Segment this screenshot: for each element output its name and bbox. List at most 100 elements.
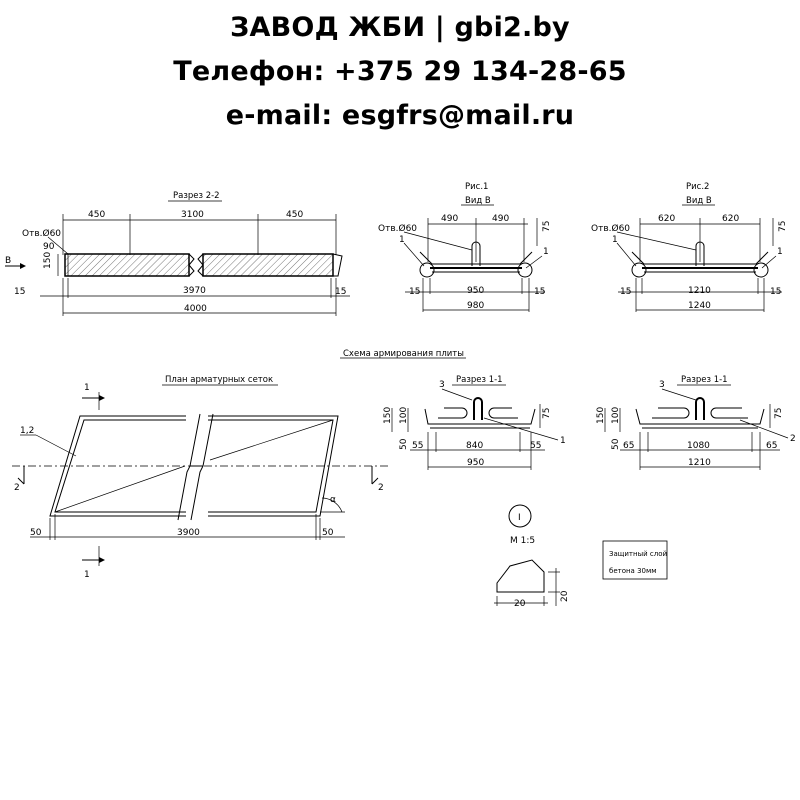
view-b-1: Рис.1 Вид В 490 490 Отв.Ø60 1 1 75 15 95… — [378, 182, 552, 312]
dim-1080: 1080 — [687, 441, 710, 451]
slab-section-right — [202, 253, 334, 277]
plan-title: План арматурных сеток — [165, 375, 273, 385]
dim-15-a-b1: 15 — [409, 287, 420, 297]
cut-1-bottom: 1 — [84, 570, 90, 580]
slab-section-left — [64, 253, 190, 277]
plan-meshes: План арматурных сеток 1 1,2 2 2 α — [12, 375, 390, 580]
dim-4000: 4000 — [184, 304, 207, 314]
header-phone: Телефон: +375 29 134-28-65 — [173, 56, 627, 87]
hole-label-b1: Отв.Ø60 — [378, 223, 417, 234]
lifting-loop-b — [695, 397, 705, 420]
slab-outline-plan — [49, 415, 339, 517]
header-email: e-mail: esgfrs@mail.ru — [225, 100, 575, 131]
view-b-2-mark: Рис.2 — [686, 182, 709, 192]
note-line1: Защитный слой — [609, 550, 667, 558]
dim-1240: 1240 — [688, 301, 711, 311]
mesh-outline — [54, 419, 334, 513]
dim-65-b: 65 — [766, 441, 777, 451]
dim-620-b: 620 — [722, 214, 739, 224]
detail-circle — [508, 504, 532, 528]
note-line2: бетона 30мм — [609, 567, 657, 575]
scheme-title: Схема армирования плиты — [343, 349, 464, 359]
arrow-b-label: В — [5, 256, 11, 266]
dim-100-a: 100 — [399, 407, 409, 424]
header-factory: ЗАВОД ЖБИ | gbi2.by — [230, 12, 570, 43]
dim-65-a: 65 — [623, 441, 634, 451]
rebar-end-left-b1 — [419, 262, 435, 278]
dim-980: 980 — [467, 301, 484, 311]
mark-2-b: 2 — [790, 434, 796, 444]
dim-15-b-b1: 15 — [534, 287, 545, 297]
mark-1-2: 1,2 — [20, 426, 34, 436]
dim-450-right: 450 — [286, 210, 303, 220]
detail-i: I М 1:5 20 20 — [494, 504, 570, 609]
dim-20-a: 20 — [514, 599, 526, 609]
hole-label-b2: Отв.Ø60 — [591, 223, 630, 234]
view-b-1-mark: Рис.1 — [465, 182, 488, 192]
dim-75-b1: 75 — [542, 221, 552, 232]
break-line-right — [190, 413, 214, 521]
break-line-left — [177, 413, 201, 521]
dim-3100: 3100 — [181, 210, 204, 220]
angle-arc — [321, 497, 343, 513]
view-b-2-title: Вид В — [686, 196, 712, 206]
break-mark — [188, 253, 195, 277]
cut-1-top: 1 — [84, 383, 90, 393]
section-2-2-title: Разрез 2-2 — [173, 191, 220, 201]
slab-profile-1-1-a — [424, 408, 536, 425]
view-b-1-title: Вид В — [465, 196, 491, 206]
note-box: Защитный слой бетона 30мм — [602, 540, 668, 580]
dim-150-b: 150 — [596, 407, 606, 424]
cut-2-right: 2 — [378, 483, 384, 493]
dim-90: 90 — [43, 242, 55, 252]
dim-950-b1: 950 — [467, 286, 484, 296]
hole-label-2-2: Отв.Ø60 — [22, 228, 61, 239]
dim-50-b: 50 — [611, 438, 621, 450]
detail-circle-mark: I — [518, 513, 521, 523]
dim-20-b: 20 — [560, 590, 570, 602]
angle-alpha: α — [330, 495, 336, 505]
dim-3970: 3970 — [183, 286, 206, 296]
dim-55-a: 55 — [412, 441, 423, 451]
mark-1-left-b2: 1 — [612, 235, 618, 245]
detail-corner-profile — [496, 559, 545, 593]
dim-490-a: 490 — [441, 214, 458, 224]
dim-75-b2: 75 — [778, 221, 788, 232]
section-1-1-a-title: Разрез 1-1 — [456, 375, 503, 385]
rebar-end-right-b2 — [753, 262, 769, 278]
dim-3900: 3900 — [177, 528, 200, 538]
dim-100-b: 100 — [611, 407, 621, 424]
mark-3-b: 3 — [659, 380, 665, 390]
mark-1-a: 1 — [560, 436, 566, 446]
rebar-hook-left-b — [652, 407, 690, 419]
dim-50-a: 50 — [399, 438, 409, 450]
mark-1-right-b1: 1 — [543, 247, 549, 257]
dim-150: 150 — [43, 252, 53, 269]
dim-75-a: 75 — [542, 408, 552, 419]
dim-15-a-b2: 15 — [620, 287, 631, 297]
dim-1210-b: 1210 — [688, 458, 711, 468]
section-1-1-a: Разрез 1-1 3 1 150 100 50 75 55 840 55 9… — [383, 375, 566, 470]
rebar-end-right-b1 — [517, 262, 533, 278]
slab-profile-b2 — [631, 251, 769, 265]
dim-15-b-b2: 15 — [770, 287, 781, 297]
dim-1210-b2: 1210 — [688, 286, 711, 296]
dim-620-a: 620 — [658, 214, 675, 224]
detail-scale: М 1:5 — [510, 536, 535, 546]
mark-3-a: 3 — [439, 380, 445, 390]
dim-50-left: 50 — [30, 528, 42, 538]
dim-490-b: 490 — [492, 214, 509, 224]
dim-840: 840 — [466, 441, 483, 451]
cut-2-left: 2 — [14, 483, 20, 493]
section-1-1-b: Разрез 1-1 3 2 150 100 50 75 65 1080 65 … — [596, 375, 796, 470]
lifting-loop-a — [473, 397, 483, 420]
lifting-loop-b2 — [695, 241, 705, 266]
dim-55-b: 55 — [530, 441, 541, 451]
dim-75-b: 75 — [774, 408, 784, 419]
section-2-2: Разрез 2-2 450 3100 450 Отв.Ø60 90 150 В… — [5, 191, 350, 316]
rebar-end-left-b2 — [631, 262, 647, 278]
mark-1-left-b1: 1 — [399, 235, 405, 245]
dim-50-right: 50 — [322, 528, 334, 538]
dim-450-left: 450 — [88, 210, 105, 220]
